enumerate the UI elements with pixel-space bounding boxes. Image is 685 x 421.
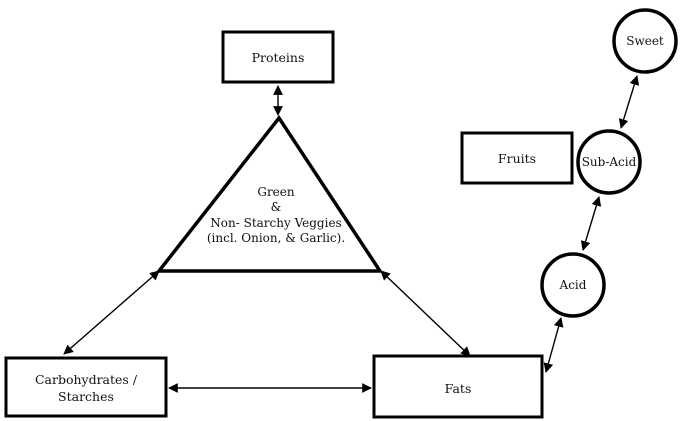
carbs-label-line1: Carbohydrates / <box>35 372 138 387</box>
sub-acid-node: Sub-Acid <box>576 129 642 195</box>
veggies-label-line3: Non- Starchy Veggies <box>210 216 341 230</box>
arrow-acid-fats <box>543 317 564 373</box>
carbs-label-line2: Starches <box>58 389 114 404</box>
fats-node: Fats <box>372 354 544 419</box>
veggies-label-line2: & <box>271 200 282 214</box>
acid-node: Acid <box>540 252 606 318</box>
veggies-label-line1: Green <box>257 185 295 199</box>
sweet-node: Sweet <box>612 8 678 74</box>
sub-acid-label: Sub-Acid <box>582 155 637 169</box>
veggies-label-line4: (incl. Onion, & Garlic). <box>207 231 345 245</box>
sweet-label: Sweet <box>626 34 664 48</box>
arrow-sweet-subacid <box>618 75 640 129</box>
arrow-subacid-acid <box>580 196 602 251</box>
fruits-label: Fruits <box>498 151 536 166</box>
arrow-veggies-fats <box>380 270 471 357</box>
veggies-node: Green & Non- Starchy Veggies (incl. Onio… <box>155 115 384 273</box>
proteins-node: Proteins <box>221 30 335 84</box>
acid-label: Acid <box>559 278 587 292</box>
arrow-carbs-veggies <box>63 270 160 355</box>
carbs-node: Carbohydrates / Starches <box>4 356 168 418</box>
proteins-label: Proteins <box>252 50 305 65</box>
fats-label: Fats <box>445 381 472 396</box>
fruits-node: Fruits <box>460 131 574 185</box>
